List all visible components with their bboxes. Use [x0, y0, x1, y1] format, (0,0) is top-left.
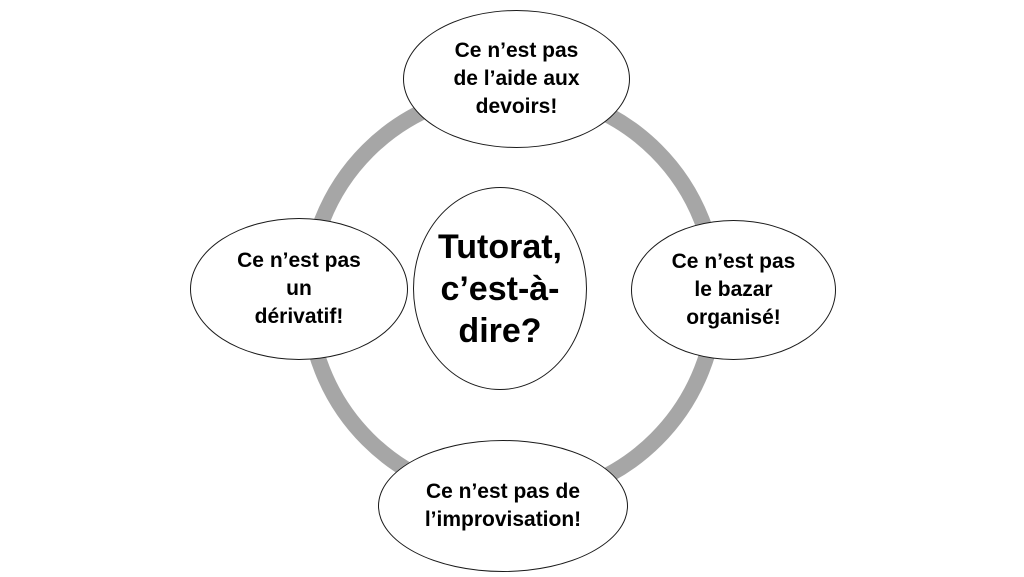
bottom-label: Ce n’est pas de l’improvisation!	[424, 480, 582, 531]
top-label: Ce n’est pas de l’aide aux devoirs!	[453, 39, 580, 118]
right-node: Ce n’est pas le bazar organisé!	[631, 220, 836, 360]
left-node: Ce n’est pas un dérivatif!	[190, 218, 408, 360]
center-label: Tutorat, c’est-à- dire?	[437, 227, 562, 350]
bottom-node: Ce n’est pas de l’improvisation!	[378, 440, 628, 572]
top-node: Ce n’est pas de l’aide aux devoirs!	[403, 10, 630, 148]
right-label: Ce n’est pas le bazar organisé!	[671, 250, 796, 329]
left-label: Ce n’est pas un dérivatif!	[237, 249, 361, 328]
center-node: Tutorat, c’est-à- dire?	[413, 187, 587, 390]
